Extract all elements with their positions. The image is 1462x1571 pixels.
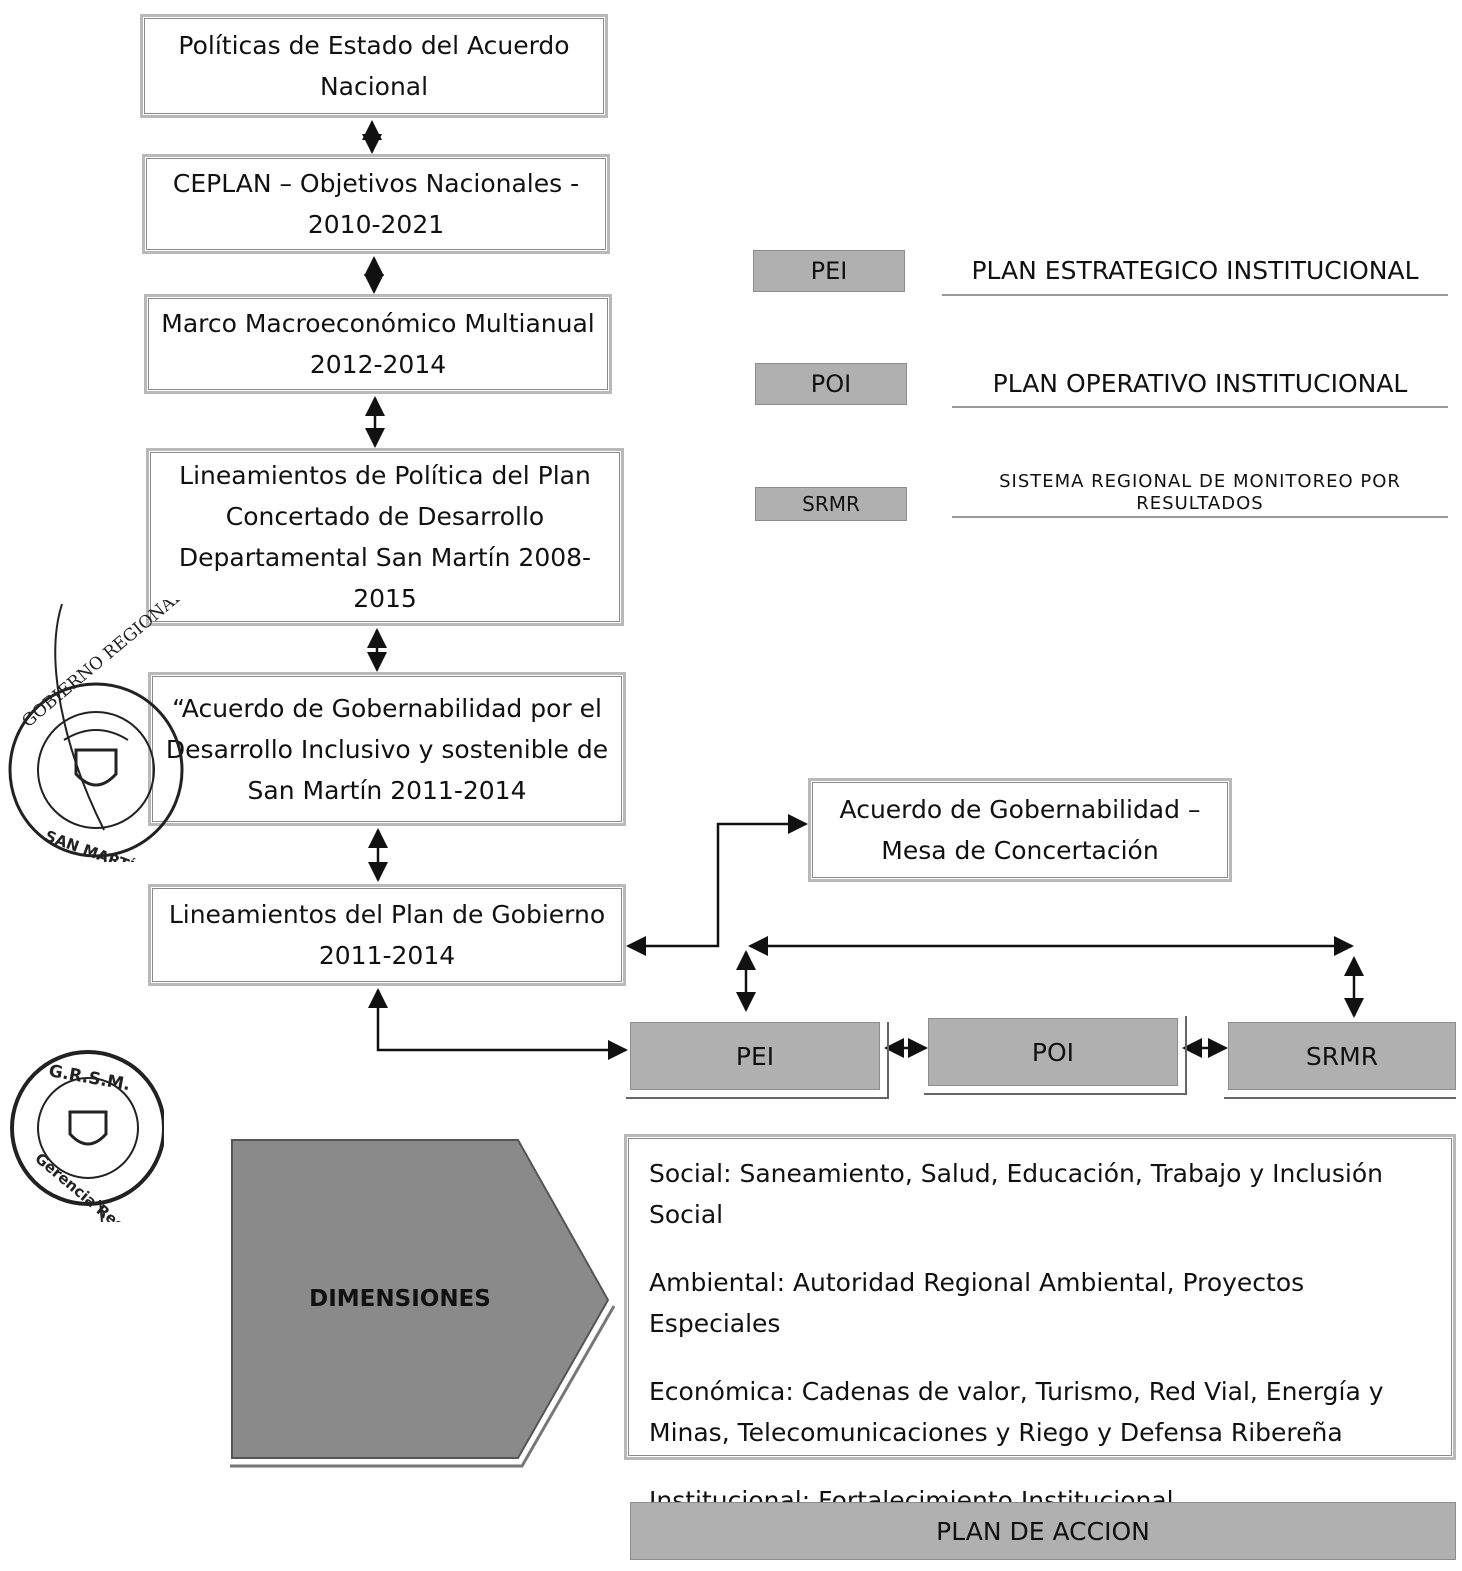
srmr-box: SRMR xyxy=(1228,1022,1456,1090)
dimension-social: Social: Saneamiento, Salud, Educación, T… xyxy=(649,1159,1383,1229)
legend-pei-label: PLAN ESTRATEGICO INSTITUCIONAL xyxy=(942,246,1448,296)
pei-box: PEI xyxy=(630,1022,880,1090)
dimension-economica: Económica: Cadenas de valor, Turismo, Re… xyxy=(649,1377,1384,1447)
legend-poi-label: PLAN OPERATIVO INSTITUCIONAL xyxy=(952,360,1448,408)
box-lineamientos-plan-concertado: Lineamientos de Política del Plan Concer… xyxy=(146,448,624,626)
legend-poi-chip: POI xyxy=(755,363,907,405)
legend-srmr-chip: SRMR xyxy=(755,487,907,521)
arrow-gobierno-pei xyxy=(368,988,628,1060)
legend-srmr-label: SISTEMA REGIONAL DE MONITOREO POR RESULT… xyxy=(952,470,1448,518)
dimensions-list: Social: Saneamiento, Salud, Educación, T… xyxy=(624,1134,1456,1515)
seal-grsm: G.R.S.M. Gerencia Regional xyxy=(10,1050,164,1222)
dimensions-label: DIMENSIONES xyxy=(309,1286,491,1312)
box-lineamientos-plan-gobierno: Lineamientos del Plan de Gobierno 2011-2… xyxy=(148,884,626,986)
poi-box: POI xyxy=(928,1018,1178,1086)
plan-de-accion-box: PLAN DE ACCION xyxy=(630,1502,1456,1560)
dimension-ambiental: Ambiental: Autoridad Regional Ambiental,… xyxy=(649,1268,1305,1338)
arrow-gobierno-mesa xyxy=(626,814,808,956)
box-acuerdo-gobernabilidad: “Acuerdo de Gobernabilidad por el Desarr… xyxy=(148,672,626,826)
seal-gobierno-regional: GOBIERNO REGIONAL SAN MARTÍN xyxy=(8,600,188,862)
svg-text:SAN MARTÍN: SAN MARTÍN xyxy=(43,826,149,862)
svg-text:Gerencia Regional: Gerencia Regional xyxy=(31,1149,161,1222)
box-acuerdo-mesa-concertacion: Acuerdo de Gobernabilidad – Mesa de Conc… xyxy=(808,778,1232,882)
box-ceplan: CEPLAN – Objetivos Nacionales - 2010-202… xyxy=(142,154,610,254)
svg-text:G.R.S.M.: G.R.S.M. xyxy=(47,1061,132,1095)
legend-pei-chip: PEI xyxy=(753,250,905,292)
dimensions-pentagon xyxy=(231,1139,610,1459)
box-marco-macroeconomico: Marco Macroeconómico Multianual 2012-201… xyxy=(144,294,612,394)
box-politicas-estado: Políticas de Estado del Acuerdo Nacional xyxy=(140,14,608,118)
